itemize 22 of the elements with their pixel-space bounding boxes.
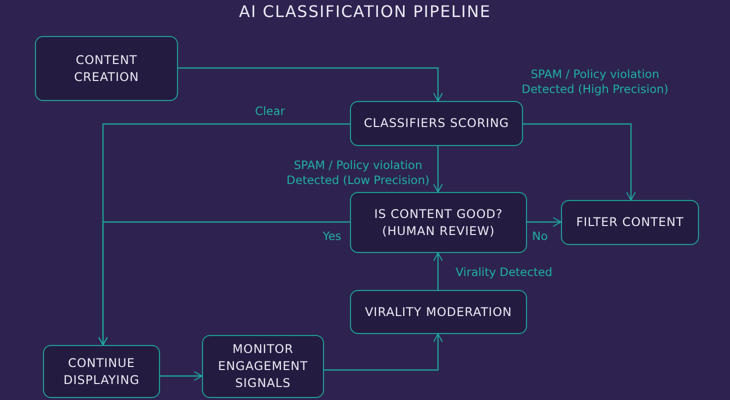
process-box: CONTENT CREATION [35,36,178,101]
arrow [324,333,444,371]
edge-label: SPAM / Policy violation Detected (Low Precision) [286,158,430,188]
process-box: MONITOR ENGAGEMENT SIGNALS [202,335,324,398]
arrow [160,370,203,382]
process-box: IS CONTENT GOOD? (HUMAN REVIEW) [350,192,527,253]
edge-label: SPAM / Policy violation Detected (High Precision) [520,67,670,97]
arrow [523,123,636,201]
process-box: CLASSIFIERS SCORING [350,101,523,146]
edge-label: No [531,229,549,244]
arrow [98,221,350,346]
edge-label: Yes [322,229,342,244]
process-box: CONTINUE DISPLAYING [43,345,160,398]
arrow [432,252,444,290]
arrow [178,67,444,102]
diagram-title: AI CLASSIFICATION PIPELINE [238,2,492,21]
edge-label: Virality Detected [454,265,554,280]
arrow [432,146,444,193]
process-box: FILTER CONTENT [561,200,699,245]
edge-label: Clear [254,104,286,119]
process-box: VIRALITY MODERATION [350,290,527,334]
arrow [527,216,562,228]
